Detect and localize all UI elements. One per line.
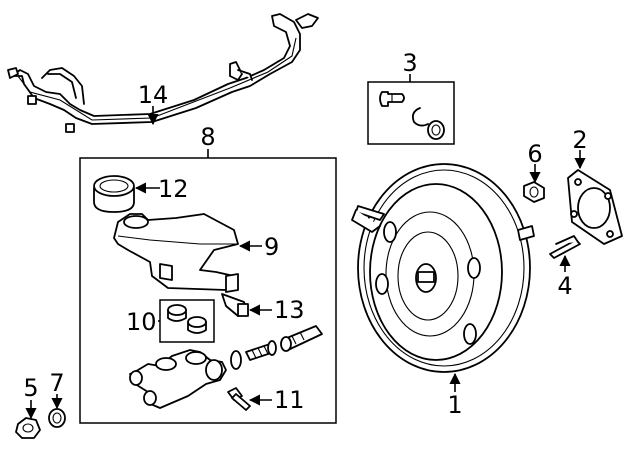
- washer: [48, 408, 66, 428]
- callout-13: 13: [274, 296, 305, 324]
- callout-11: 11: [274, 386, 305, 414]
- nut: [15, 417, 41, 439]
- clevis-pin-kit: [367, 74, 455, 145]
- master-cylinder-body: [129, 325, 323, 409]
- reservoir-cap: [93, 175, 135, 213]
- fluid-reservoir: [113, 213, 239, 293]
- callout-1: 1: [447, 391, 462, 419]
- callout-2: 2: [572, 126, 587, 154]
- callout-7: 7: [49, 369, 64, 397]
- callout-10: 10: [126, 308, 157, 336]
- booster-nut: [523, 181, 545, 203]
- level-sensor-plug: [221, 293, 249, 317]
- brake-line-assembly: [7, 13, 319, 133]
- callout-6: 6: [527, 140, 542, 168]
- bolt: [227, 387, 251, 411]
- callout-8: 8: [200, 123, 215, 151]
- callout-4: 4: [557, 272, 572, 300]
- callout-12: 12: [158, 175, 189, 203]
- callout-9: 9: [264, 233, 279, 261]
- grommet-set: [159, 299, 215, 343]
- callout-14: 14: [138, 81, 169, 109]
- callout-5: 5: [23, 374, 38, 402]
- retaining-clip: [549, 235, 581, 259]
- callout-3: 3: [402, 49, 417, 77]
- booster-gasket: [567, 169, 623, 245]
- brake-booster: [351, 163, 535, 373]
